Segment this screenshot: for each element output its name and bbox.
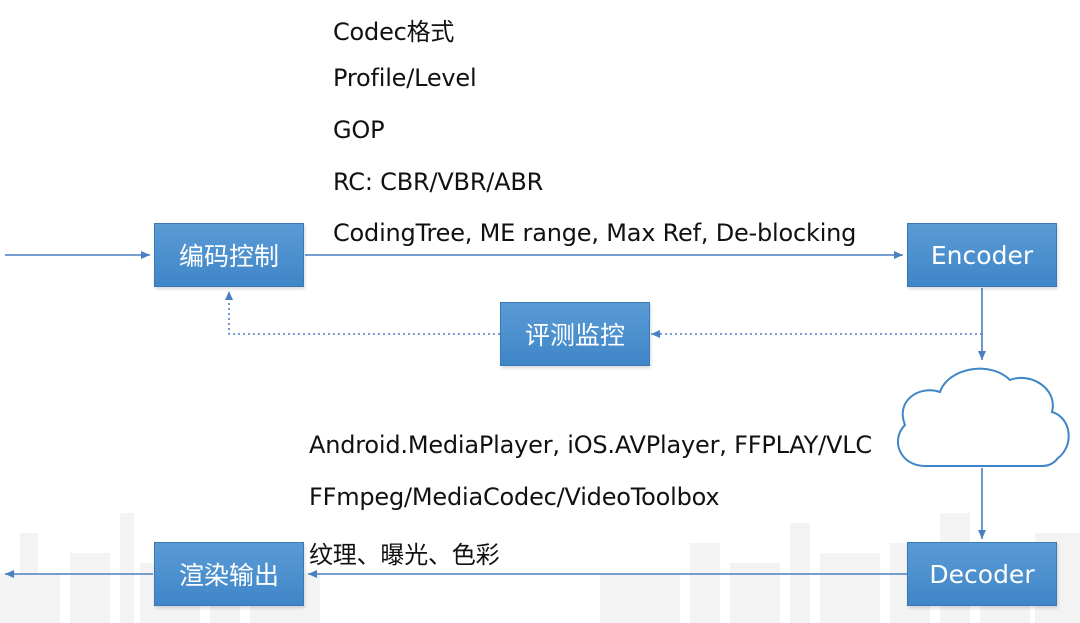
evaluation-monitor-box: 评测监控 [500,302,650,366]
encoder-param-profile-level: Profile/Level [333,64,477,92]
encoder-box: Encoder [907,223,1057,287]
encoder-param-rate-control: RC: CBR/VBR/ABR [333,168,544,196]
decoder-param-frameworks: FFmpeg/MediaCodec/VideoToolbox [309,483,720,511]
cloud-icon [896,367,1070,467]
decoder-param-quality: 纹理、曝光、色彩 [309,541,500,569]
encoder-param-coding-tools: CodingTree, ME range, Max Ref, De-blocki… [333,219,857,247]
decoder-param-players: Android.MediaPlayer, iOS.AVPlayer, FFPLA… [309,431,872,459]
render-output-box: 渲染输出 [154,542,304,606]
encoding-control-box: 编码控制 [154,223,304,287]
encoder-param-codec-format: Codec格式 [333,18,455,46]
encoder-param-gop: GOP [333,116,385,144]
feedback-arrow-to-control [225,291,500,335]
decoder-box: Decoder [907,542,1057,606]
